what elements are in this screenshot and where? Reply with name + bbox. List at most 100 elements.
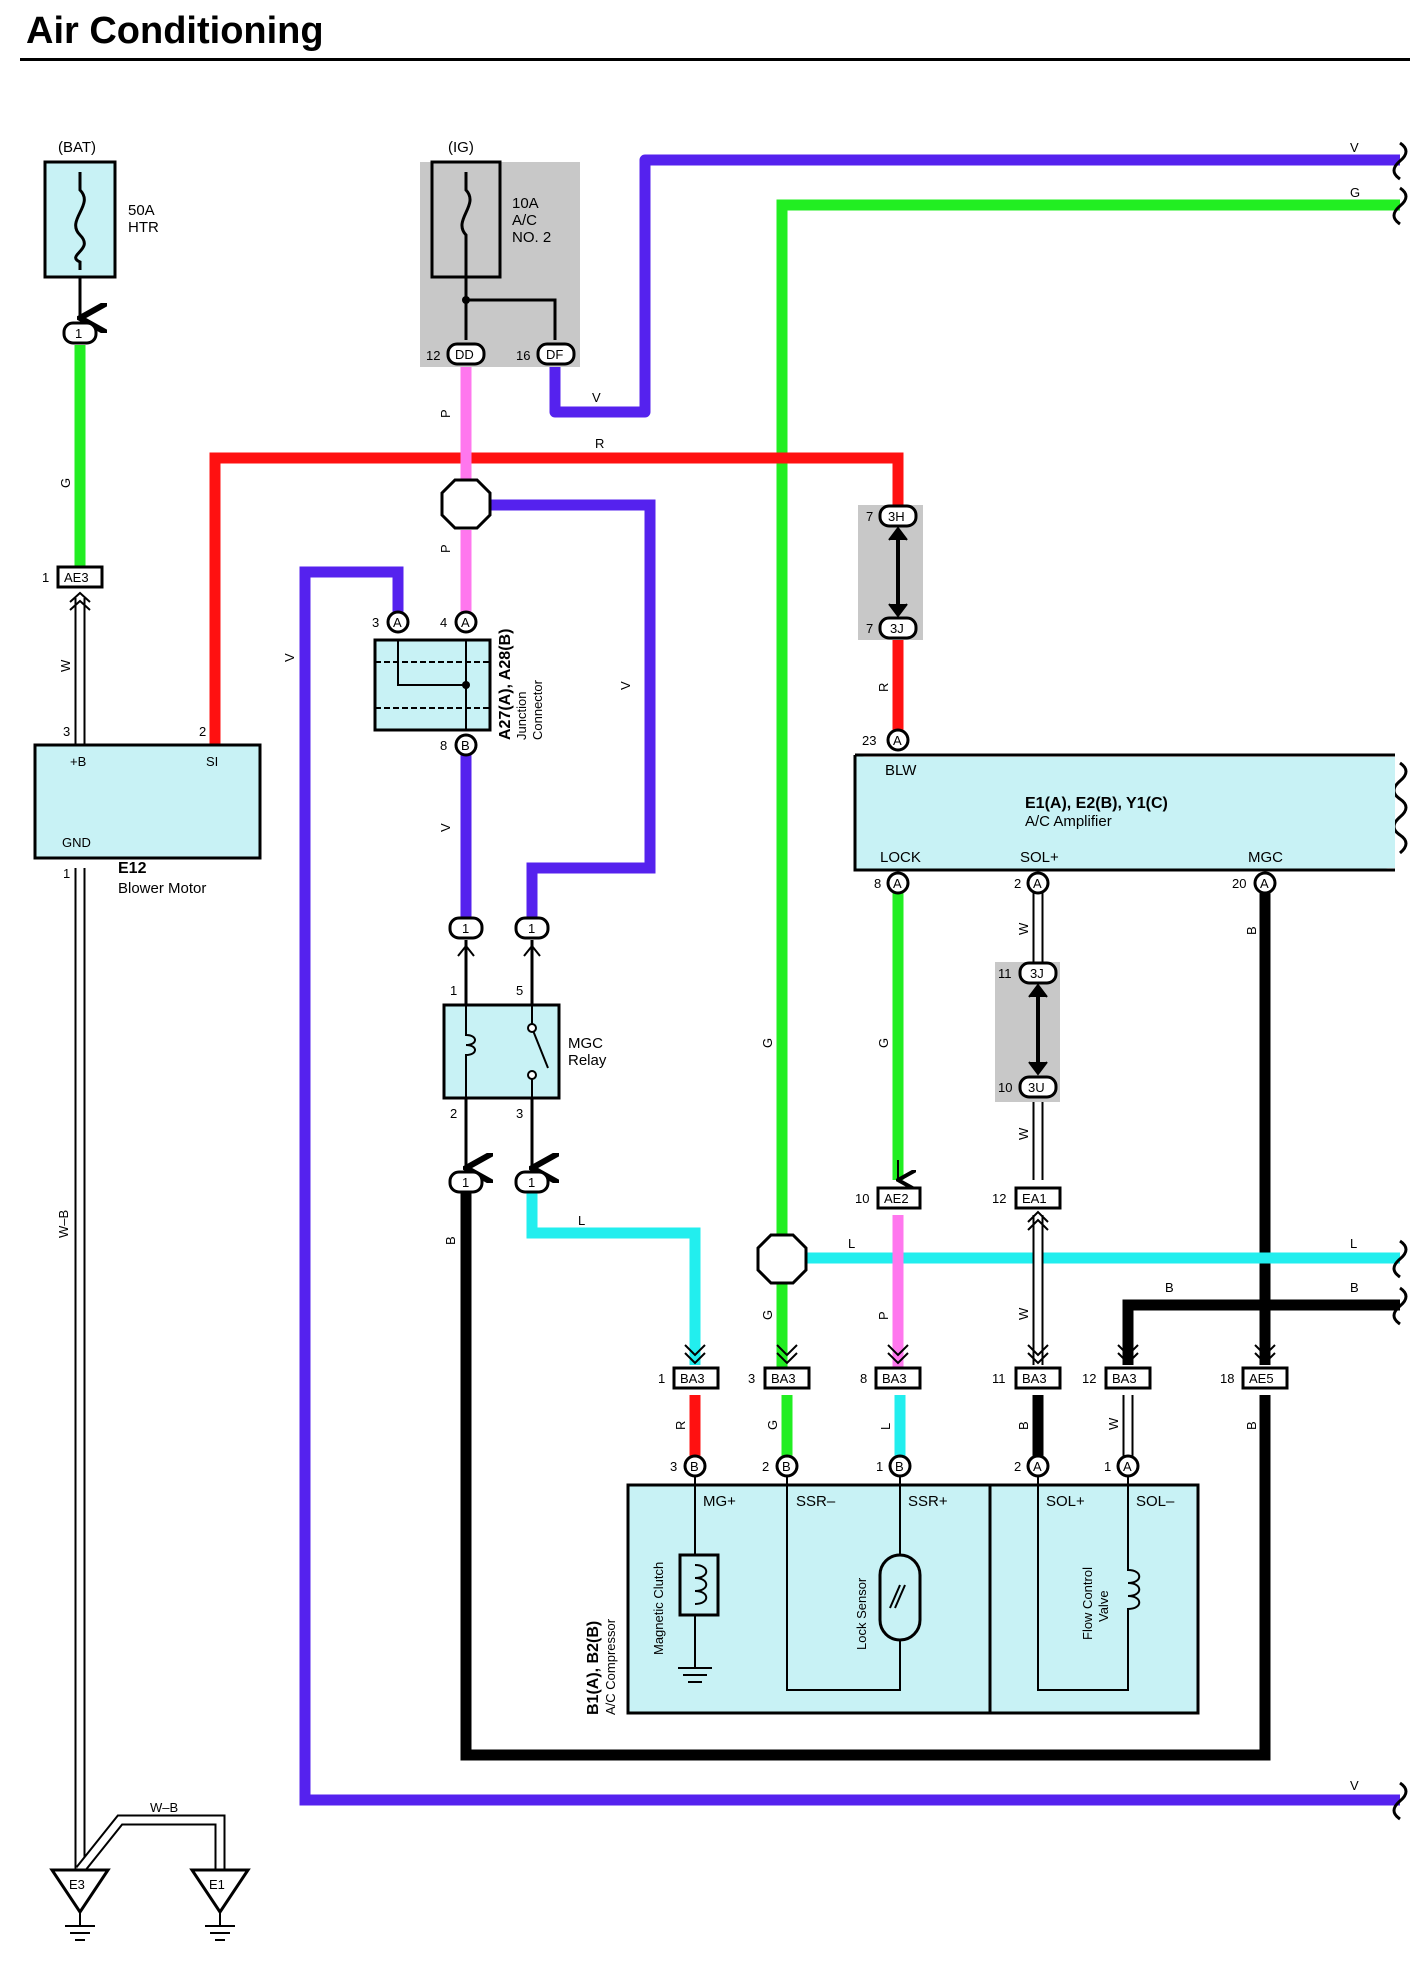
compressor-box (626, 1483, 1200, 1715)
jb-a-top-pin: 7 (866, 509, 873, 524)
blower-gnd: GND (62, 835, 91, 850)
ba3-12-name: BA3 (1112, 1371, 1137, 1386)
df-pin: 16 (516, 348, 530, 363)
ba3-11-name: BA3 (1022, 1371, 1047, 1386)
wire-label-b1: B (443, 1236, 458, 1245)
comp-magnetic-clutch: Magnetic Clutch (651, 1562, 666, 1655)
comp-conn-b1: B (690, 1459, 699, 1474)
wire-b-relay (460, 1185, 1271, 1761)
jb-b-top-conn: 3J (1030, 966, 1044, 981)
wire-label-b5: B (1016, 1421, 1031, 1430)
comp-ssr-plus: SSR+ (908, 1493, 948, 1510)
mgc-relay-box (442, 1003, 561, 1100)
dd-pin: 12 (426, 348, 440, 363)
wire-label-b6: B (1244, 1421, 1259, 1430)
ig-label: (IG) (448, 139, 474, 156)
ae3-pin: 1 (42, 570, 49, 585)
wire-label-v5: V (438, 823, 453, 832)
comp-conn-b3: B (895, 1459, 904, 1474)
wire-label-g5: G (760, 1310, 775, 1320)
wire-label-r2: R (876, 683, 891, 692)
compressor-name: A/C Compressor (603, 1618, 618, 1715)
fuse-icon (74, 172, 86, 270)
amp-pin-23: 23 (862, 733, 876, 748)
comp-flow-control-1: Flow Control (1080, 1567, 1095, 1640)
wire-label-v3: V (282, 653, 297, 662)
amp-lock: LOCK (880, 849, 921, 866)
wire-l-relay (526, 1185, 701, 1365)
bat-fuse-name: HTR (128, 219, 159, 236)
ba3-connector-12 (1104, 1366, 1152, 1390)
wire-label-p2: P (438, 544, 453, 553)
comp-sol-minus: SOL– (1136, 1493, 1175, 1510)
wire-label-v4: V (618, 681, 633, 690)
ba3-8-pin: 8 (860, 1371, 867, 1386)
ba3-3-pin: 3 (748, 1371, 755, 1386)
ae5-pin: 18 (1220, 1371, 1234, 1386)
wire-label-v1: V (592, 390, 601, 405)
wire-v-relay (490, 499, 656, 920)
amp-pin-20: 20 (1232, 876, 1246, 891)
wire-label-r3: R (673, 1421, 688, 1430)
ba3-1-name: BA3 (680, 1371, 705, 1386)
df-pill (536, 342, 576, 366)
ae3-connector (56, 565, 104, 589)
blower-pin-3: 3 (63, 724, 70, 739)
dd-conn: DD (455, 347, 474, 362)
splice-point (756, 1233, 808, 1285)
wire-v-loop (299, 566, 1400, 1806)
jc-conn-a2: A (461, 615, 470, 630)
ba3-8-name: BA3 (882, 1371, 907, 1386)
blower-name: Blower Motor (118, 880, 206, 897)
amp-pin-2: 2 (1014, 876, 1021, 891)
amp-conn-4: A (1260, 876, 1269, 891)
lock-sensor-icon (878, 1553, 922, 1642)
wire-label-g3: G (760, 1038, 775, 1048)
amp-blw: BLW (885, 762, 917, 779)
relay-pin-5: 5 (516, 983, 523, 998)
relay-pin-2: 2 (450, 1106, 457, 1121)
page-title: Air Conditioning (26, 10, 324, 52)
wire-label-l3: L (1350, 1236, 1357, 1251)
wire-label-w1: W (58, 659, 73, 672)
jc-pin-4: 4 (440, 615, 447, 630)
fuse-icon (460, 172, 472, 300)
comp-pin-1: 1 (876, 1459, 883, 1474)
dd-pill (446, 342, 486, 366)
ba3-12-pin: 12 (1082, 1371, 1096, 1386)
amp-name: A/C Amplifier (1025, 813, 1112, 830)
wire-g-top (776, 199, 1400, 1380)
jc-pin-8: 8 (440, 738, 447, 753)
ea1-connector (1014, 1186, 1062, 1210)
ae2-pin: 10 (855, 1191, 869, 1206)
blower-si: SI (206, 754, 218, 769)
comp-flow-control-2: Valve (1096, 1590, 1111, 1622)
ba3-connector-1 (672, 1366, 720, 1390)
relay-pin-3: 3 (516, 1106, 523, 1121)
jb-a-bot-conn: 3J (890, 621, 904, 636)
wire-label-g6: G (765, 1420, 780, 1430)
wire-label-g-bat: G (58, 478, 73, 488)
wire-label-w3: W (1016, 1127, 1031, 1140)
jc-conn-a1: A (393, 615, 402, 630)
comp-lock-sensor: Lock Sensor (854, 1577, 869, 1650)
wire-label-p3: P (876, 1311, 891, 1320)
jc-name-2: Connector (530, 679, 545, 740)
wire-label-l1: L (578, 1213, 585, 1228)
ae2-name: AE2 (884, 1191, 909, 1206)
amp-conn-3: A (1033, 876, 1042, 891)
wire-v-top (549, 154, 1400, 418)
relay-conn-top1: 1 (462, 921, 469, 936)
bat-pin-pill (62, 321, 98, 345)
ba3-11-pin: 11 (992, 1371, 1006, 1386)
ground-e3 (49, 1868, 111, 1941)
bat-fuse-amp: 50A (128, 202, 155, 219)
wire-label-v2: V (1350, 140, 1359, 155)
ig-fuse-name2: NO. 2 (512, 229, 551, 246)
comp-pin-2: 2 (762, 1459, 769, 1474)
blower-code: E12 (118, 860, 147, 877)
amp-mgc: MGC (1248, 849, 1283, 866)
flow-control-coil-icon (1127, 1476, 1141, 1620)
relay-pin-1: 1 (450, 983, 457, 998)
